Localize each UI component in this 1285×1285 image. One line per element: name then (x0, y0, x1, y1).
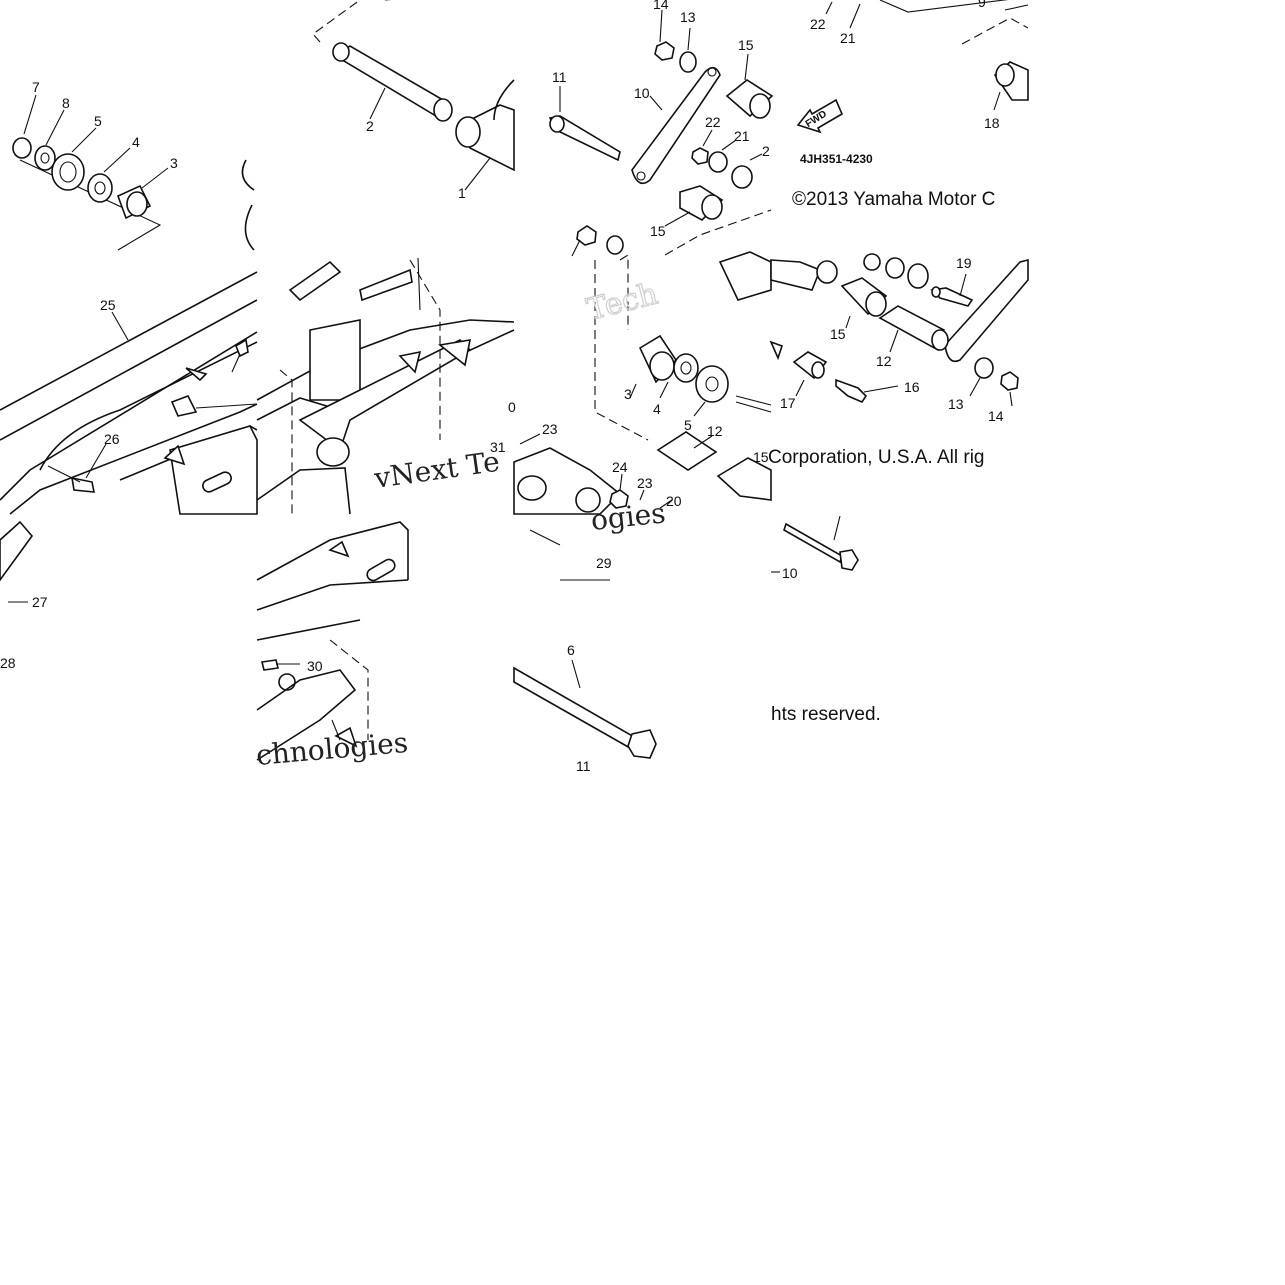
tile-left-top-hardware (12, 94, 255, 251)
fwd-arrow-icon (796, 98, 844, 134)
tile-relay-link (548, 9, 774, 256)
callout: 21 (734, 128, 750, 144)
tile-long-bolt (513, 529, 657, 759)
callout: 1 (458, 185, 466, 201)
callout: 26 (104, 431, 120, 447)
callout: 27 (32, 594, 48, 610)
callout: 12 (876, 353, 892, 369)
callout: 16 (904, 379, 920, 395)
callout: 14 (653, 0, 669, 12)
callout: 25 (100, 297, 116, 313)
callout: 15 (738, 37, 754, 53)
callout: 14 (988, 408, 1004, 424)
callout: 15 (650, 223, 666, 239)
svg-text:ogies: ogies (589, 496, 667, 537)
callout: 11 (552, 69, 567, 85)
callout-labels: 7 8 5 4 3 2 1 14 13 15 11 10 22 21 2 15 … (0, 0, 1004, 774)
callout: 2 (762, 143, 770, 159)
callout: 20 (666, 493, 682, 509)
callout: 23 (637, 475, 653, 491)
tile-linkage-right (769, 253, 1029, 407)
figure-code: 4JH351-4230 (800, 152, 873, 166)
copyright-line-3: hts reserved. (771, 704, 881, 725)
svg-text:Tech: Tech (583, 276, 661, 327)
callout: 13 (948, 396, 964, 412)
callout: 24 (612, 459, 628, 475)
copyright-line-2: Corporation, U.S.A. All rig (768, 447, 984, 468)
tile-chain-guide (0, 520, 34, 603)
callout: 5 (94, 113, 102, 129)
tile-swingarm-rear (256, 521, 409, 761)
callout: 15 (753, 449, 769, 465)
callout: 0 (508, 399, 516, 415)
svg-text:vNext Te: vNext Te (371, 445, 501, 495)
tile-copyright-header (796, 0, 1029, 134)
callout: 5 (684, 417, 692, 433)
tile-swingarm-center (256, 257, 515, 515)
callout: 22 (705, 114, 721, 130)
callout: 13 (680, 9, 696, 25)
callout: 11 (576, 758, 591, 774)
callout: 6 (567, 642, 575, 658)
callout: 8 (62, 95, 70, 111)
callout: 3 (624, 386, 632, 402)
callout: 28 (0, 655, 16, 671)
callout: 29 (596, 555, 612, 571)
callout: 23 (542, 421, 558, 437)
callout: 17 (780, 395, 796, 411)
callout: 19 (956, 255, 972, 271)
callout: 2 (366, 118, 374, 134)
copyright-line-1: ©2013 Yamaha Motor C (792, 189, 995, 210)
callout: 10 (634, 85, 650, 101)
tile-linkage-center (513, 225, 772, 515)
callout: 10 (782, 565, 798, 581)
callout: 9 (978, 0, 986, 10)
callout: 4 (653, 401, 661, 417)
callout: 4 (132, 134, 140, 150)
tile-swingarm-left (0, 271, 258, 515)
callout: 7 (32, 79, 40, 95)
callout: 31 (490, 439, 506, 455)
callout: 30 (307, 658, 323, 674)
tile-bolt-10 (771, 515, 859, 573)
tile-pivot-shaft (312, 0, 515, 191)
svg-text:chnologies: chnologies (255, 726, 410, 772)
callout: 12 (707, 423, 723, 439)
callout: 3 (170, 155, 178, 171)
callout: 22 (810, 16, 826, 32)
callout: 18 (984, 115, 1000, 131)
callout: 15 (830, 326, 846, 342)
callout: 21 (840, 30, 856, 46)
